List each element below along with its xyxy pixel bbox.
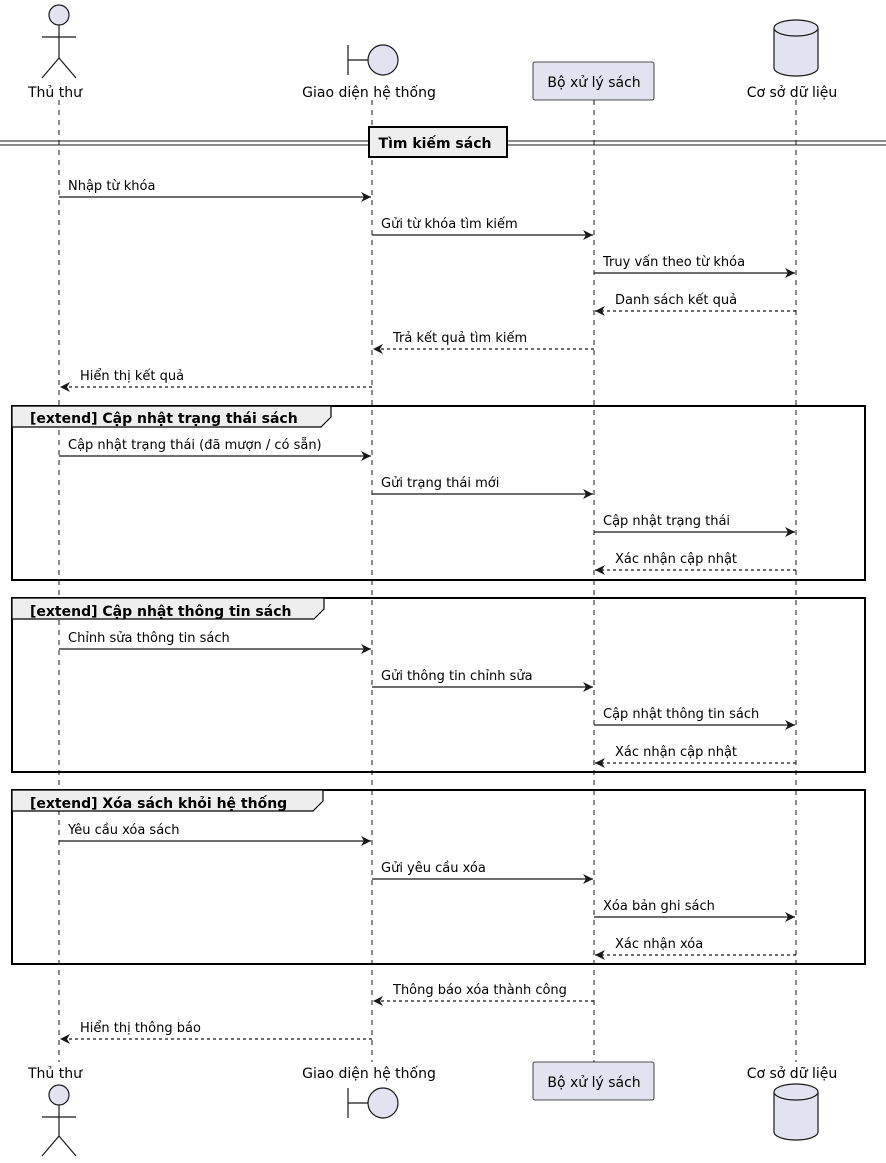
message-2: Gửi từ khóa tìm kiếm	[372, 217, 593, 240]
message-label: Danh sách kết quả	[615, 293, 737, 308]
fragments: [extend] Cập nhật trạng thái sách [exten…	[11, 405, 866, 965]
actor-icon	[41, 4, 77, 79]
participant-label-librarian: Thủ thư	[27, 1066, 83, 1082]
message-label: Thông báo xóa thành công	[392, 983, 567, 998]
message-19: Thông báo xóa thành công	[373, 983, 594, 1006]
fragment-delete-book: [extend] Xóa sách khỏi hệ thống	[11, 789, 866, 965]
database-icon	[773, 19, 819, 77]
participant-label-ui: Giao diện hệ thống	[302, 84, 436, 101]
message-3: Truy vấn theo từ khóa	[594, 255, 795, 278]
participant-processor-bottom: Bộ xử lý sách	[532, 1061, 655, 1101]
message-13: Cập nhật thông tin sách	[594, 707, 795, 730]
message-label: Cập nhật trạng thái (đã mượn / có sẵn)	[68, 438, 322, 453]
message-1: Nhập từ khóa	[59, 179, 371, 202]
participant-label-processor: Bộ xử lý sách	[547, 75, 640, 91]
fragment-update-status: [extend] Cập nhật trạng thái sách	[11, 405, 866, 581]
participant-label-db: Cơ sở dữ liệu	[747, 85, 838, 101]
message-label: Xác nhận cập nhật	[615, 745, 737, 760]
message-label: Gửi thông tin chỉnh sửa	[381, 669, 533, 684]
boundary-icon	[347, 44, 399, 76]
message-16: Gửi yêu cầu xóa	[372, 861, 593, 884]
message-label: Hiển thị kết quả	[80, 369, 184, 384]
message-label: Chỉnh sửa thông tin sách	[68, 631, 230, 646]
message-20: Hiển thị thông báo	[60, 1021, 372, 1044]
database-icon	[773, 1083, 819, 1141]
message-8: Gửi trạng thái mới	[372, 476, 593, 499]
participant-label-db: Cơ sở dữ liệu	[747, 1066, 838, 1082]
message-4: Danh sách kết quả	[595, 293, 796, 316]
actor-icon	[41, 1084, 77, 1157]
message-5: Trả kết quả tìm kiếm	[373, 331, 594, 354]
message-label: Cập nhật trạng thái	[603, 514, 730, 529]
database-db-bottom: Cơ sở dữ liệu	[747, 1066, 838, 1141]
message-9: Cập nhật trạng thái	[594, 514, 795, 537]
message-label: Xác nhận cập nhật	[615, 552, 737, 567]
message-18: Xác nhận xóa	[595, 937, 796, 960]
divider: Tìm kiếm sách	[0, 126, 886, 158]
message-10: Xác nhận cập nhật	[595, 552, 796, 575]
message-label: Yêu cầu xóa sách	[67, 823, 180, 838]
message-label: Hiển thị thông báo	[80, 1021, 201, 1036]
message-label: Truy vấn theo từ khóa	[602, 255, 745, 270]
message-label: Trả kết quả tìm kiếm	[392, 331, 527, 346]
message-12: Gửi thông tin chỉnh sửa	[372, 669, 593, 692]
boundary-ui-top: Giao diện hệ thống	[302, 44, 436, 101]
database-db-top: Cơ sở dữ liệu	[747, 19, 838, 101]
participant-label-processor: Bộ xử lý sách	[547, 1075, 640, 1091]
message-label: Xóa bản ghi sách	[603, 899, 715, 914]
divider-label: Tìm kiếm sách	[379, 135, 492, 152]
fragment-title: [extend] Xóa sách khỏi hệ thống	[30, 795, 287, 812]
message-7: Cập nhật trạng thái (đã mượn / có sẵn)	[59, 438, 371, 461]
participant-label-ui: Giao diện hệ thống	[302, 1065, 436, 1082]
message-11: Chỉnh sửa thông tin sách	[59, 631, 371, 654]
message-label: Gửi yêu cầu xóa	[381, 861, 486, 876]
participants-bottom: Thủ thư Giao diện hệ thống Bộ xử lý sách…	[27, 1061, 838, 1157]
boundary-ui-bottom: Giao diện hệ thống	[302, 1065, 436, 1119]
fragment-title: [extend] Cập nhật thông tin sách	[30, 604, 291, 620]
message-15: Yêu cầu xóa sách	[59, 823, 371, 846]
message-label: Nhập từ khóa	[68, 179, 155, 194]
participant-processor-top: Bộ xử lý sách	[532, 61, 655, 101]
message-14: Xác nhận cập nhật	[595, 745, 796, 768]
message-6: Hiển thị kết quả	[60, 369, 372, 392]
actor-librarian-bottom: Thủ thư	[27, 1066, 83, 1157]
actor-librarian-top: Thủ thư	[27, 4, 83, 101]
fragment-update-info: [extend] Cập nhật thông tin sách	[11, 597, 866, 773]
message-17: Xóa bản ghi sách	[594, 899, 795, 922]
fragment-title: [extend] Cập nhật trạng thái sách	[30, 411, 298, 427]
message-label: Gửi từ khóa tìm kiếm	[381, 217, 518, 232]
message-label: Xác nhận xóa	[615, 937, 703, 952]
message-label: Cập nhật thông tin sách	[603, 707, 759, 722]
participant-label-librarian: Thủ thư	[27, 85, 83, 101]
message-label: Gửi trạng thái mới	[381, 476, 499, 491]
participants-top: Thủ thư Giao diện hệ thống Bộ xử lý sách…	[27, 4, 838, 101]
boundary-icon	[347, 1087, 399, 1119]
